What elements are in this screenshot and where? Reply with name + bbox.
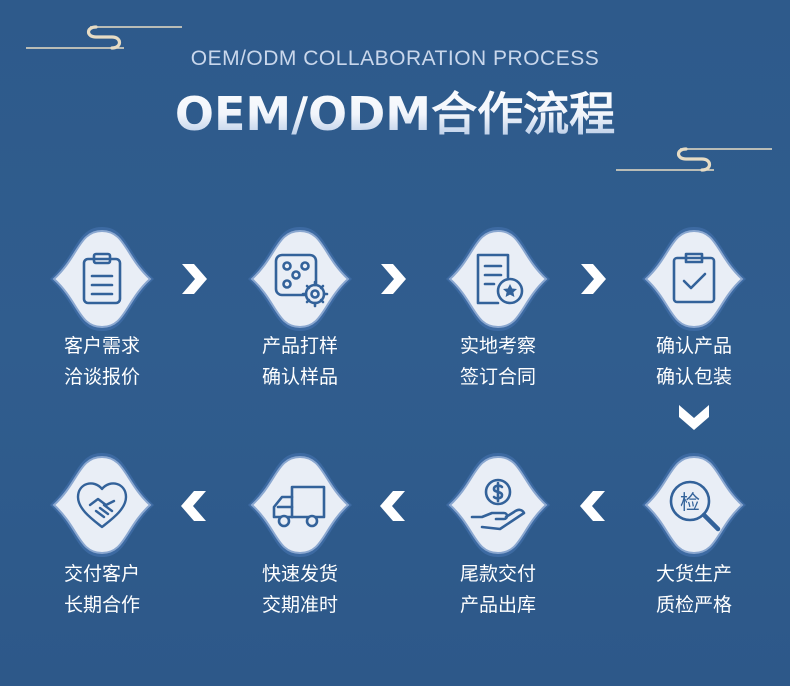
step-confirm-product-label: 确认产品 确认包装 (655, 335, 732, 388)
step-final-payment (443, 450, 553, 560)
arrow-left-icon (380, 491, 405, 521)
step-sampling (245, 224, 355, 334)
badge-shape (248, 453, 352, 557)
hand-coin-icon (468, 475, 528, 535)
arrow-right-icon (182, 264, 207, 294)
arrow-left-icon (181, 491, 206, 521)
step-delivery-partnership (47, 450, 157, 560)
arrow-right-icon (581, 264, 606, 294)
page-subtitle: OEM/ODM COLLABORATION PROCESS (190, 47, 600, 70)
step-mass-production: 检 (639, 450, 749, 560)
document-badge-icon (468, 249, 528, 309)
arrow-down-icon (679, 405, 709, 430)
step-sampling-label: 产品打样 确认样品 (261, 335, 338, 388)
page-title: OEM/ODM合作流程 (0, 78, 790, 144)
arrow-right-icon (381, 264, 406, 294)
handshake-icon (72, 475, 132, 535)
top-right-deco-line (616, 147, 772, 172)
step-site-inspection (443, 224, 553, 334)
badge-shape (248, 227, 352, 331)
step-fast-shipping (245, 450, 355, 560)
step-customer-needs-label: 客户需求 洽谈报价 (63, 335, 140, 388)
badge-shape (446, 227, 550, 331)
step-delivery-partnership-label: 交付客户 长期合作 (63, 563, 140, 616)
dice-gear-icon (270, 249, 330, 309)
top-left-deco-line (26, 25, 182, 50)
step-customer-needs (47, 224, 157, 334)
arrow-left-icon (580, 491, 605, 521)
step-fast-shipping-label: 快速发货 交期准时 (261, 563, 338, 616)
step-confirm-product (639, 224, 749, 334)
clipboard-list-icon (72, 249, 132, 309)
badge-shape (50, 227, 154, 331)
step-mass-production-label: 大货生产 质检严格 (655, 563, 732, 616)
step-site-inspection-label: 实地考察 签订合同 (459, 335, 536, 388)
magnifier-inspect-icon: 检 (664, 475, 724, 535)
badge-shape (642, 227, 746, 331)
step-final-payment-label: 尾款交付 产品出库 (459, 563, 536, 616)
svg-text:检: 检 (680, 490, 700, 514)
clipboard-check-icon (664, 249, 724, 309)
truck-icon (270, 475, 330, 535)
badge-shape (50, 453, 154, 557)
